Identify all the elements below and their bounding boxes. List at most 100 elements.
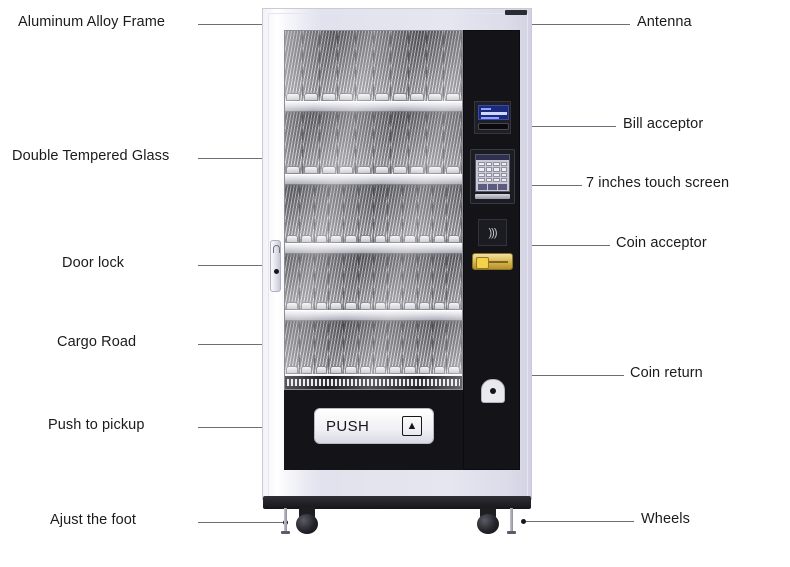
coil-slot — [388, 183, 403, 245]
leader-wheels — [524, 521, 634, 522]
label-wheels: Wheels — [641, 511, 690, 527]
label-aluminum-alloy-frame: Aluminum Alloy Frame — [18, 14, 166, 30]
keypad-cell[interactable] — [493, 172, 500, 177]
label-double-tempered-glass: Double Tempered Glass — [12, 148, 170, 164]
label-coin-acceptor: Coin acceptor — [616, 235, 707, 251]
coil-slot — [320, 110, 339, 176]
shelf-rail — [285, 243, 462, 254]
cargo-road — [285, 183, 462, 245]
footer-cell — [488, 184, 497, 190]
coil-slot — [302, 110, 321, 176]
keypad-cell[interactable] — [478, 172, 485, 177]
wheel-tyre — [477, 514, 499, 534]
bill-insert-slot[interactable] — [478, 123, 509, 130]
product-keypad-grid[interactable] — [478, 162, 507, 182]
footer-cell — [478, 184, 487, 190]
double-tempered-glass — [284, 30, 463, 390]
coil-slot — [344, 183, 359, 245]
adjustable-foot[interactable] — [281, 508, 290, 534]
keypad-cell[interactable] — [485, 172, 492, 177]
coil-slot — [408, 31, 427, 103]
coil-slot — [302, 31, 321, 103]
keypad-cell[interactable] — [478, 162, 485, 167]
coil-slot — [299, 319, 315, 376]
cargo-road — [285, 31, 462, 103]
antenna-icon — [505, 10, 527, 15]
coil-slot — [338, 110, 356, 176]
coil-slot — [314, 252, 330, 312]
coil-slot — [344, 319, 359, 376]
coil-slot — [299, 183, 315, 245]
coil-slot — [344, 252, 359, 312]
coil-slot — [358, 183, 374, 245]
keypad-cell[interactable] — [493, 162, 500, 167]
door-lock[interactable] — [270, 240, 281, 292]
coil-slot — [447, 183, 462, 245]
screen-base-trim — [475, 194, 510, 199]
screen-titlebar — [476, 155, 509, 160]
coil-slot — [432, 183, 448, 245]
coin-return[interactable] — [481, 379, 505, 403]
coil-slot — [444, 31, 462, 103]
coil-slot — [285, 252, 300, 312]
push-door-icon: ▲ — [402, 416, 422, 436]
push-to-pickup-flap[interactable]: PUSH ▲ — [314, 408, 434, 444]
cargo-road — [285, 252, 462, 312]
coil-slot — [373, 31, 392, 103]
touch-screen[interactable] — [470, 149, 515, 204]
adjustable-foot[interactable] — [507, 508, 516, 534]
keypad-cell[interactable] — [478, 177, 485, 182]
coil-slot — [338, 31, 356, 103]
keypad-cell[interactable] — [485, 177, 492, 182]
keypad-cell[interactable] — [478, 167, 485, 172]
coil-slot — [432, 252, 448, 312]
card-reader[interactable]: ))) — [478, 219, 507, 246]
coil-slot — [444, 110, 462, 176]
keypad-cell[interactable] — [500, 177, 507, 182]
coil-slot — [358, 252, 374, 312]
keypad-cell[interactable] — [493, 167, 500, 172]
coil-slot — [329, 183, 344, 245]
bill-acceptor[interactable] — [474, 101, 511, 134]
keypad-cell[interactable] — [500, 172, 507, 177]
keypad-cell[interactable] — [500, 162, 507, 167]
shelf-rail — [285, 310, 462, 321]
coil-slot — [314, 319, 330, 376]
footer-cell — [498, 184, 507, 190]
keypad-cell[interactable] — [500, 167, 507, 172]
leader-coin-return — [524, 375, 624, 376]
label-push-to-pickup: Push to pickup — [48, 417, 145, 433]
coil-slot — [285, 31, 303, 103]
shelf-row — [285, 319, 462, 376]
shelf-rail — [285, 174, 462, 185]
coil-slot — [403, 252, 418, 312]
shelf-row — [285, 110, 462, 176]
coil-slot — [388, 252, 403, 312]
keypad-cell[interactable] — [485, 167, 492, 172]
leader-door-lock — [198, 265, 282, 266]
screen-footer-bar — [478, 184, 507, 190]
label-door-lock: Door lock — [62, 255, 125, 271]
wheel-yoke — [480, 507, 496, 518]
coil-slot — [447, 252, 462, 312]
caster-wheel[interactable] — [476, 507, 500, 534]
shelf-rail — [285, 101, 462, 112]
keypad-cell[interactable] — [485, 162, 492, 167]
coil-slot — [358, 319, 374, 376]
coil-slot — [391, 110, 409, 176]
leader-bill-acceptor — [511, 126, 616, 127]
keypad-cell[interactable] — [493, 177, 500, 182]
touch-screen-display[interactable] — [475, 154, 510, 192]
coil-slot — [373, 252, 389, 312]
coil-slot — [426, 110, 445, 176]
push-label: PUSH — [326, 417, 370, 435]
leader-ajust-the-foot — [198, 522, 286, 523]
shelf-row — [285, 31, 462, 103]
coil-slot — [285, 110, 303, 176]
label-ajust-the-foot: Ajust the foot — [50, 512, 137, 528]
coil-slot — [320, 31, 339, 103]
coil-slot — [447, 319, 462, 376]
cargo-road — [285, 319, 462, 376]
caster-wheel[interactable] — [295, 507, 319, 534]
coin-acceptor[interactable] — [472, 253, 513, 270]
